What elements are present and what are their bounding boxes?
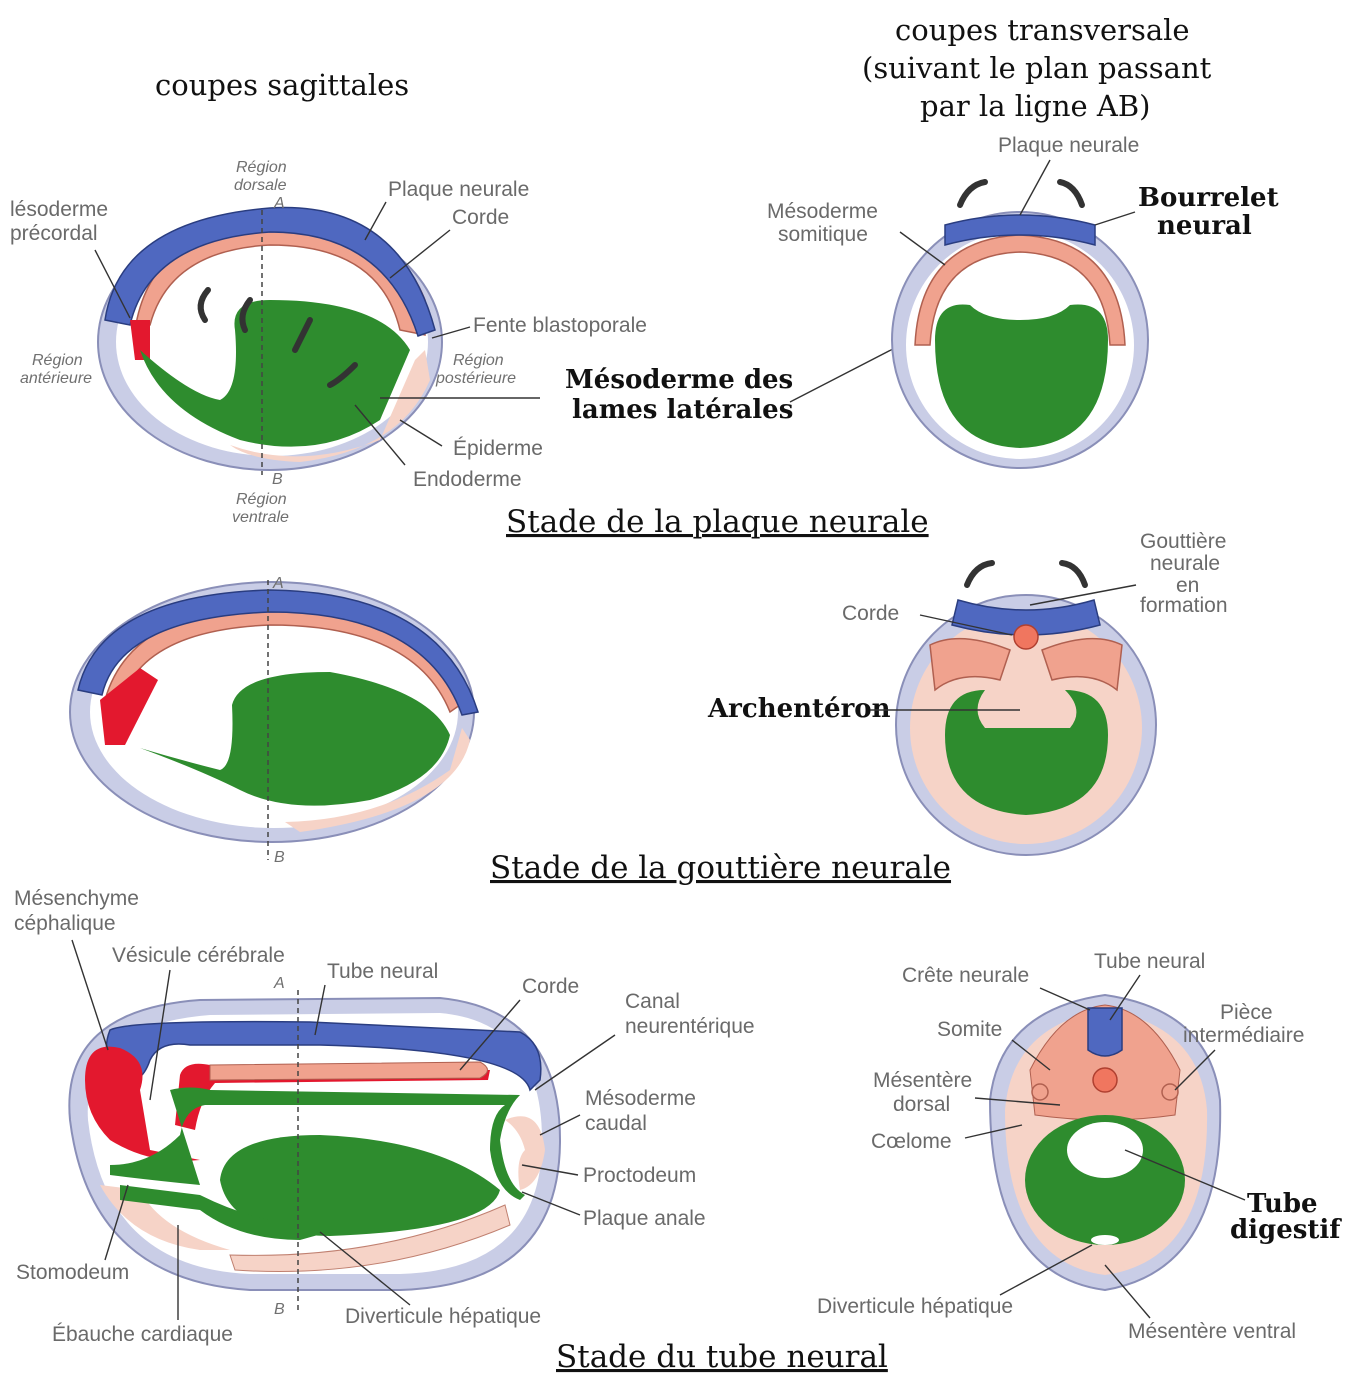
label-diverticule: Diverticule hépatique [817, 1295, 1013, 1318]
label-axis-b: B [272, 471, 283, 488]
movement-arrow [967, 563, 992, 585]
gut-lumen [1067, 1122, 1143, 1178]
stage2-transverse-section: Corde Gouttière neurale en formation Arc… [707, 530, 1228, 855]
label-mesoderme-caudal-1: Mésoderme [585, 1087, 696, 1110]
leader-line [1020, 160, 1050, 215]
hepatic-diverticulum [1091, 1235, 1119, 1245]
label-plaque-anale: Plaque anale [583, 1207, 706, 1230]
label-region-ventrale-1: Région [236, 491, 287, 508]
label-stomodeum: Stomodeum [16, 1261, 129, 1284]
heading-transverse-line3: par la ligne AB) [920, 89, 1150, 123]
movement-arrow [1062, 563, 1085, 585]
stage3-transverse-section: Crête neurale Tube neural Somite Pièce i… [817, 950, 1342, 1343]
label-axis-b: B [274, 1301, 285, 1318]
label-axis-a: A [272, 575, 284, 592]
heading-sagittal: coupes sagittales [155, 68, 409, 102]
label-region-ventrale-2: ventrale [232, 509, 289, 526]
label-proctodeum: Proctodeum [583, 1164, 696, 1187]
label-canal-2: neurentérique [625, 1015, 755, 1038]
leader-line [390, 230, 450, 278]
label-diverticule: Diverticule hépatique [345, 1305, 541, 1328]
label-axis-b: B [274, 849, 285, 866]
heading-transverse-line2: (suivant le plan passant [862, 51, 1212, 85]
stage-title-3: Stade du tube neural [556, 1339, 888, 1373]
label-mesentere-dorsal-2: dorsal [893, 1093, 950, 1116]
label-gouttiere-4: formation [1140, 594, 1228, 617]
label-piece-1: Pièce [1220, 1001, 1273, 1024]
label-mesoderme-somitique-1: Mésoderme [767, 200, 878, 223]
notochord [1093, 1068, 1117, 1092]
label-canal-1: Canal [625, 990, 680, 1013]
label-region-anterieure-1: Région [32, 352, 83, 369]
neural-tube-transverse [1088, 1008, 1122, 1056]
notochord [210, 1062, 488, 1080]
stage3-sagittal-section: Mésenchyme céphalique Vésicule cérébrale… [14, 887, 755, 1346]
label-mesoderme-caudal-2: caudal [585, 1112, 647, 1135]
label-region-posterieure-1: Région [453, 352, 504, 369]
intermediate-mesoderm-left [1032, 1084, 1048, 1100]
label-region-posterieure-2: postérieure [435, 370, 516, 387]
label-gouttiere-1: Gouttière [1140, 530, 1226, 553]
label-ebauche: Ébauche cardiaque [52, 1323, 233, 1346]
label-axis-a: A [273, 195, 285, 212]
label-mesenchyme-2: céphalique [14, 912, 116, 935]
label-mesoderme-precordal-2: précordal [10, 222, 98, 245]
leader-line [535, 1035, 615, 1090]
label-region-anterieure-2: antérieure [20, 370, 92, 387]
leader-line [1095, 212, 1135, 225]
movement-arrow [960, 182, 985, 205]
stage-title-1: Stade de la plaque neurale [506, 504, 929, 540]
label-plaque-neurale: Plaque neurale [998, 134, 1139, 157]
label-somite: Somite [937, 1018, 1002, 1041]
label-region-dorsale-2: dorsale [234, 177, 287, 194]
stage1-transverse-section: Plaque neurale Mésoderme somitique Bourr… [767, 134, 1279, 468]
label-mesoderme-precordal-1: lésoderme [10, 198, 108, 221]
label-tube-digestif-2: digestif [1230, 1215, 1342, 1245]
label-vesicule: Vésicule cérébrale [112, 944, 285, 967]
label-region-dorsale-1: Région [236, 159, 287, 176]
label-archenteron: Archentéron [707, 694, 891, 724]
label-tube-neural: Tube neural [327, 960, 438, 983]
label-gouttiere-2: neurale [1150, 552, 1220, 575]
intermediate-mesoderm-right [1162, 1084, 1178, 1100]
stage1-sagittal-section: Région dorsale A lésoderme précordal Pla… [10, 159, 647, 526]
leader-line [72, 940, 108, 1050]
leader-line [1030, 585, 1136, 605]
stage-title-2: Stade de la gouttière neurale [490, 850, 951, 886]
label-mesentere-dorsal-1: Mésentère [873, 1069, 972, 1092]
label-bourrelet-1: Bourrelet [1138, 183, 1279, 213]
label-piece-2: intermédiaire [1183, 1024, 1304, 1047]
label-mesenchyme-1: Mésenchyme [14, 887, 139, 910]
label-corde: Corde [842, 602, 899, 625]
label-tube-neural: Tube neural [1094, 950, 1205, 973]
label-mesoderme-lames-2: lames latérales [572, 395, 793, 425]
label-crete: Crête neurale [902, 964, 1029, 987]
label-endoderme: Endoderme [413, 468, 522, 491]
movement-arrow [1060, 182, 1082, 205]
label-coelome: Cœlome [871, 1130, 952, 1153]
label-mesoderme-somitique-2: somitique [778, 223, 868, 246]
leader-line [400, 420, 442, 446]
label-mesentere-ventral: Mésentère ventral [1128, 1320, 1296, 1343]
stage2-sagittal-section: A B [70, 575, 478, 866]
label-plaque-neurale: Plaque neurale [388, 178, 529, 201]
label-bourrelet-2: neural [1157, 211, 1252, 241]
label-corde: Corde [522, 975, 579, 998]
label-corde: Corde [452, 206, 509, 229]
label-mesoderme-lames-1: Mésoderme des [565, 365, 793, 395]
label-fente-blastoporale: Fente blastoporale [473, 314, 647, 337]
notochord [1014, 625, 1038, 649]
label-epiderme: Épiderme [453, 437, 543, 460]
heading-transverse-line1: coupes transversale [895, 13, 1190, 47]
label-axis-a: A [273, 975, 285, 992]
